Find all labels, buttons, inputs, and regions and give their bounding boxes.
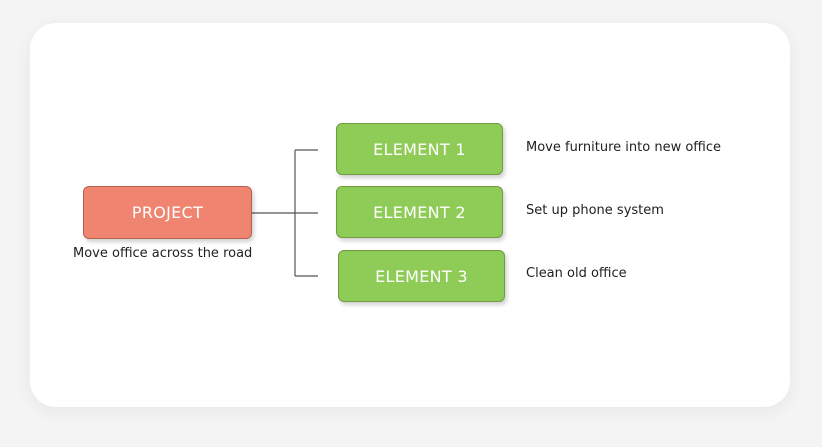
project-box: PROJECT <box>83 186 252 239</box>
element-box-2: ELEMENT 2 <box>336 186 503 238</box>
element-label-1: ELEMENT 1 <box>373 139 466 159</box>
element-description-1: Move furniture into new office <box>526 140 722 155</box>
element-box-3: ELEMENT 3 <box>338 250 505 302</box>
element-description-2: Set up phone system <box>526 203 664 218</box>
project-label: PROJECT <box>131 203 204 222</box>
element-description-3: Clean old office <box>526 266 627 281</box>
element-box-1: ELEMENT 1 <box>336 123 503 175</box>
project-description: Move office across the road <box>73 246 253 261</box>
element-label-3: ELEMENT 3 <box>375 266 468 286</box>
element-label-2: ELEMENT 2 <box>373 202 466 222</box>
